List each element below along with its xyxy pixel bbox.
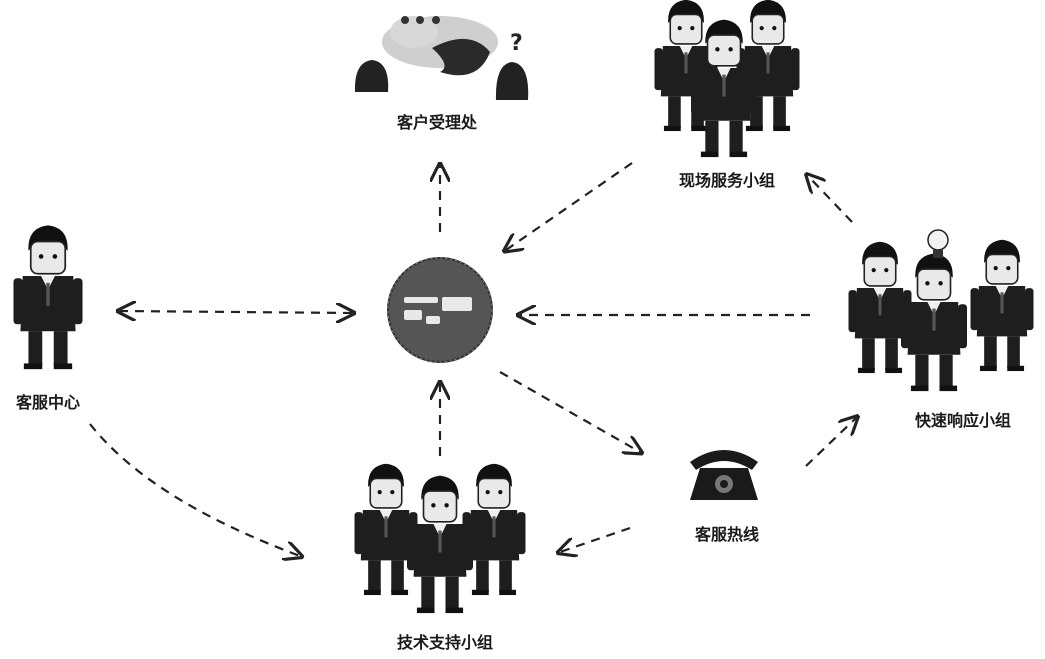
onsite-service-team-group-icon bbox=[653, 0, 801, 158]
svg-text:?: ? bbox=[510, 31, 523, 56]
customer-service-center-person-icon bbox=[12, 224, 84, 371]
arrow-center-to-hotline bbox=[499, 371, 640, 452]
connectors bbox=[89, 162, 856, 556]
hub-logo-icon bbox=[404, 297, 472, 324]
tech-support-team-group-icon bbox=[353, 463, 527, 614]
telephone-icon bbox=[690, 450, 758, 500]
service-hotline-label: 客服热线 bbox=[695, 525, 759, 544]
onsite-service-team-label: 现场服务小组 bbox=[679, 171, 775, 190]
arrow-rapid-team-to-onsite-team bbox=[808, 176, 853, 223]
arrow-onsite-team-to-center bbox=[506, 162, 633, 250]
arrow-hotline-to-tech-team bbox=[560, 526, 631, 552]
complaint-office-label: 客户受理处 bbox=[397, 113, 478, 132]
rapid-response-team-group-icon bbox=[847, 229, 1035, 392]
tech-support-team-label: 技术支持小组 bbox=[397, 633, 493, 652]
arrow-customer-service-center-to-tech-team bbox=[89, 423, 300, 556]
customer-service-center-label: 客服中心 bbox=[16, 393, 80, 412]
rapid-response-team-label: 快速响应小组 bbox=[915, 411, 1011, 430]
complaint-office-icon: ? bbox=[354, 16, 529, 100]
arrow-center-to-customer-service-center bbox=[120, 311, 352, 313]
lightbulb-icon bbox=[927, 229, 949, 258]
center-hub bbox=[387, 257, 493, 363]
arrow-hotline-to-rapid-team bbox=[805, 418, 856, 467]
